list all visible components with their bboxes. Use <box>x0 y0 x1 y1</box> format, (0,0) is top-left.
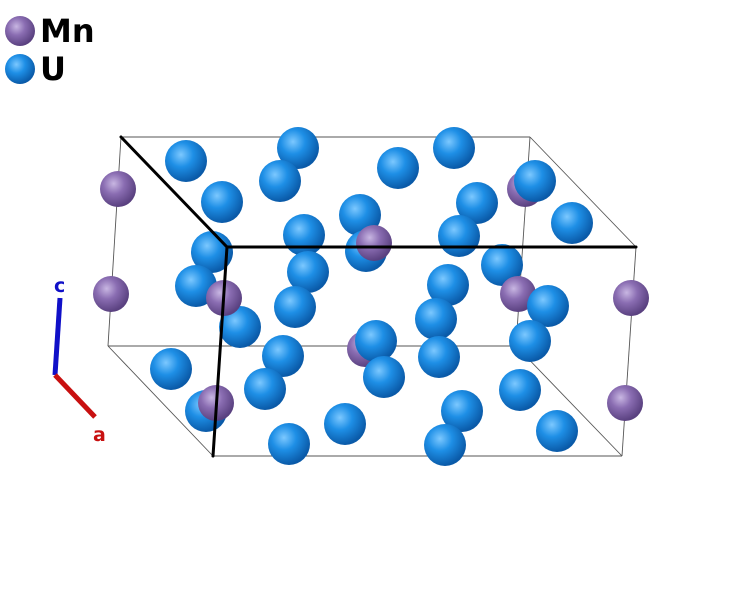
element-legend: Mn U <box>4 12 95 88</box>
u-atom-9 <box>201 181 243 223</box>
axis-line-0 <box>119 135 229 249</box>
u-atom-5 <box>277 127 319 169</box>
u-atom-25 <box>415 298 457 340</box>
u-atom-26 <box>527 285 569 327</box>
u-atom-14 <box>438 215 480 257</box>
u-atom-35 <box>363 356 405 398</box>
mn-atom-38 <box>607 385 643 421</box>
u-atom-17 <box>514 160 556 202</box>
u-atom-11 <box>456 182 498 224</box>
u-atom-8 <box>377 147 419 189</box>
u-atom-33 <box>418 336 460 378</box>
legend-label-mn: Mn <box>40 12 95 50</box>
u-atom-22 <box>427 264 469 306</box>
u-atom-4 <box>165 140 207 182</box>
u-sphere-icon <box>5 54 35 84</box>
u-atom-43 <box>536 410 578 452</box>
c-axis-arrow <box>52 297 63 376</box>
u-atom-41 <box>441 390 483 432</box>
u-atom-44 <box>268 423 310 465</box>
u-atom-36 <box>244 368 286 410</box>
u-atom-28 <box>219 306 261 348</box>
u-atom-30 <box>509 320 551 362</box>
u-atom-34 <box>150 348 192 390</box>
mn-atom-16 <box>356 225 392 261</box>
atom-layer <box>93 127 649 466</box>
a-axis-arrow <box>53 373 97 419</box>
u-atom-7 <box>259 160 301 202</box>
cell-edge-1 <box>529 136 637 248</box>
u-atom-24 <box>274 286 316 328</box>
u-atom-13 <box>283 214 325 256</box>
axis-line-2 <box>211 245 229 458</box>
u-atom-32 <box>262 335 304 377</box>
mn-atom-2 <box>100 171 136 207</box>
u-atom-12 <box>551 202 593 244</box>
mn-atom-27 <box>613 280 649 316</box>
legend-item-u: U <box>4 50 95 88</box>
u-atom-42 <box>324 403 366 445</box>
cell-edge-5 <box>515 345 623 457</box>
u-atom-21 <box>481 244 523 286</box>
mn-atom-3 <box>93 276 129 312</box>
cell-edge-10 <box>621 246 637 457</box>
mn-sphere-icon <box>5 16 35 46</box>
legend-label-u: U <box>40 50 66 88</box>
u-atom-45 <box>424 424 466 466</box>
c-axis-label: c <box>54 275 65 297</box>
u-atom-31 <box>355 320 397 362</box>
u-atom-37 <box>499 369 541 411</box>
u-atom-6 <box>433 127 475 169</box>
a-axis-label: a <box>93 424 106 446</box>
cell-edge-6 <box>107 345 214 457</box>
axis-indicator: c a <box>52 275 106 446</box>
legend-item-mn: Mn <box>4 12 95 50</box>
cell-edge-8 <box>107 136 122 347</box>
mn-atom-23 <box>500 276 536 312</box>
highlighted-axis-lines <box>119 135 638 458</box>
u-atom-20 <box>287 251 329 293</box>
